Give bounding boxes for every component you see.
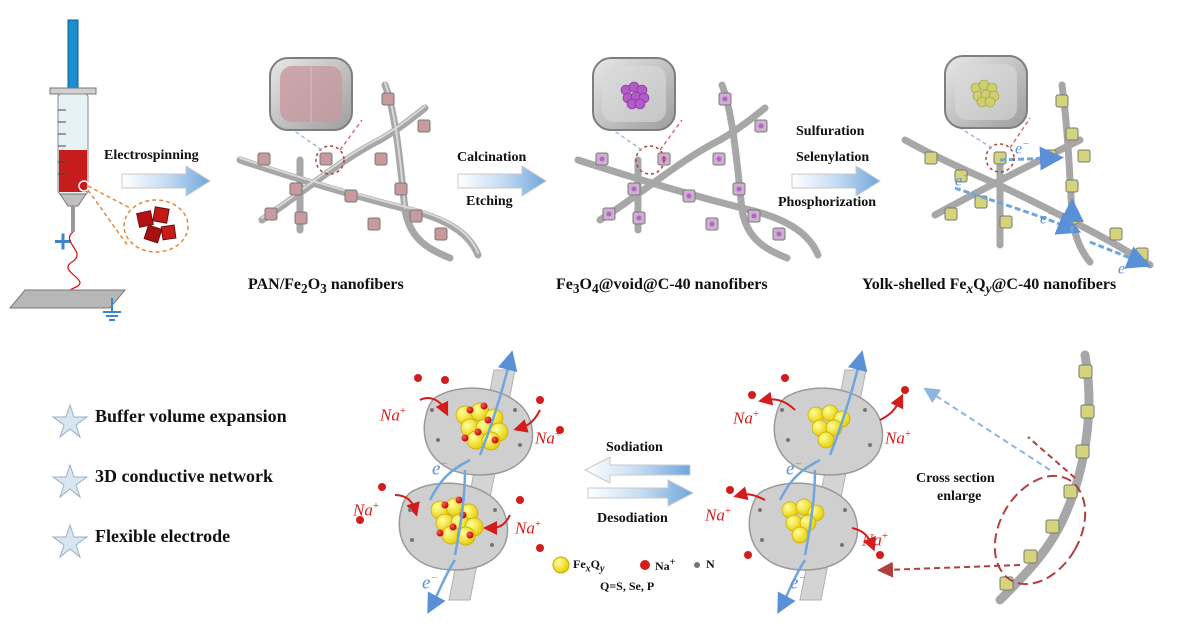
legend-fexqy: FexQy <box>573 557 605 575</box>
fiber-label-fe3o4: Fe3O4@void@C-40 nanofibers <box>556 276 768 297</box>
legend-q-definition: Q=S, Se, P <box>600 579 655 593</box>
feature-stars <box>51 403 89 559</box>
step-electrospinning-label: Electrospinning <box>104 148 199 163</box>
legend-na: Na+ <box>655 557 676 573</box>
na-ion-label: Na+ <box>862 530 889 550</box>
step-etching-label: Etching <box>466 194 513 209</box>
electron-label: e− <box>786 458 802 480</box>
electron-label: e− <box>955 170 970 190</box>
desodiation-arrow <box>587 479 695 507</box>
legend-yolk-dot <box>552 556 570 574</box>
fiber-network-pan <box>236 57 482 262</box>
legend-n: N <box>706 557 715 571</box>
na-ion-label: Na+ <box>535 428 562 448</box>
feature-network: 3D conductive network <box>95 466 273 486</box>
fiber-label-pan: PAN/Fe2O3 nanofibers <box>248 276 404 297</box>
step-calcination-label: Calcination <box>457 150 527 165</box>
na-ion-label: Na+ <box>733 408 760 428</box>
electron-label: e− <box>432 458 448 480</box>
step-sulfuration-label: Sulfuration <box>796 124 865 139</box>
desodiated-fiber-segment <box>726 350 909 614</box>
cross-section-label-line1: Cross section <box>916 471 995 486</box>
syringe-illustration <box>8 19 189 321</box>
fiber-network-fe3o4 <box>574 57 822 262</box>
electron-label: e− <box>1118 258 1133 278</box>
sodiation-label: Sodiation <box>606 440 663 455</box>
legend-dots <box>552 556 700 574</box>
na-ion-label: Na+ <box>705 505 732 525</box>
na-ion-label: Na+ <box>380 405 407 425</box>
sodiated-fiber-segment <box>356 350 564 614</box>
fiber-label-yolk: Yolk-shelled FexQy@C-40 nanofibers <box>862 276 1117 297</box>
legend-n-dot <box>694 562 700 568</box>
fiber-network-yolk <box>901 55 1154 269</box>
na-ion-label: Na+ <box>885 428 912 448</box>
feature-flexible: Flexible electrode <box>95 526 231 546</box>
electron-label: e− <box>1040 208 1055 228</box>
step-arrow-electrospinning <box>121 165 211 197</box>
step-phosphorization-label: Phosphorization <box>778 195 877 210</box>
sodiation-arrow <box>583 456 691 484</box>
na-ion-label: Na+ <box>515 518 542 538</box>
legend-na-dot <box>640 560 650 570</box>
desodiation-label: Desodiation <box>597 511 668 526</box>
electron-label: e− <box>422 572 438 594</box>
step-arrow-sulfuration <box>791 165 881 197</box>
na-ion-label: Na+ <box>353 500 380 520</box>
feature-buffer: Buffer volume expansion <box>95 406 287 426</box>
cross-section-label-line2: enlarge <box>937 489 982 504</box>
single-fiber <box>877 350 1095 605</box>
step-selenylation-label: Selenylation <box>796 150 870 165</box>
step-arrow-calcination <box>457 165 547 197</box>
electron-label: e− <box>1015 138 1030 158</box>
electron-label: e− <box>790 572 806 594</box>
